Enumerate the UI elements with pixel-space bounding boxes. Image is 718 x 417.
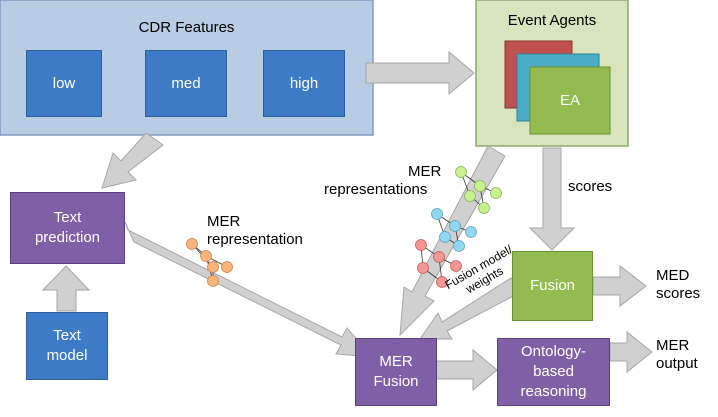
arrow-ontology-to-mer-output	[609, 330, 653, 374]
text-prediction-box: Text prediction	[10, 192, 125, 264]
mer-output-line1: MER	[656, 337, 690, 354]
text-prediction-line1: Text	[53, 209, 82, 226]
mer-output-label: MER output	[656, 337, 698, 373]
arrow-fusion-to-med	[592, 264, 647, 308]
cdr-features-title: CDR Features	[138, 19, 235, 36]
mer-representations-line2: representations	[324, 181, 428, 198]
text-model-line1: Text	[53, 327, 81, 344]
mer-fusion-line1: MER	[379, 353, 413, 370]
scores-label: scores	[568, 178, 613, 195]
mer-fusion-line2: Fusion	[373, 373, 419, 390]
arrow-text-model-to-prediction	[41, 265, 91, 312]
mer-representations-graph-cyan	[431, 208, 477, 252]
arrow-mer-fusion-to-ontology	[433, 348, 498, 392]
mer-fusion-box: MER Fusion	[355, 338, 437, 406]
med-scores-label: MED scores	[656, 267, 700, 303]
cdr-level-high: high	[263, 50, 345, 117]
ontology-line3: reasoning	[520, 383, 587, 400]
mer-representation-graph	[186, 238, 233, 287]
arrow-cdr-to-agents	[365, 50, 475, 96]
mer-representations-line1: MER	[408, 163, 442, 180]
mer-output-line2: output	[656, 355, 698, 372]
mer-representation-line2: representation	[207, 231, 303, 248]
arrow-agents-to-mer-fusion	[399, 145, 506, 337]
ontology-line2: based	[533, 363, 574, 380]
ontology-box: Ontology- based reasoning	[497, 338, 610, 406]
ea-card-green	[529, 66, 611, 135]
text-model-box: Text model	[26, 312, 108, 380]
text-model-line2: model	[46, 347, 88, 364]
ontology-line1: Ontology-	[520, 343, 587, 360]
mer-representation-line1: MER	[207, 213, 241, 230]
med-scores-line1: MED	[656, 267, 690, 284]
text-prediction-line2: prediction	[34, 229, 101, 246]
mer-representations-label: MER representations	[324, 163, 444, 199]
cdr-level-med: med	[145, 50, 227, 117]
fusion-box: Fusion	[512, 251, 593, 321]
med-scores-line2: scores	[656, 285, 701, 302]
mer-representation-label: MER representation	[207, 213, 303, 249]
event-agents-title: Event Agents	[507, 12, 597, 29]
ea-card-label: EA	[559, 91, 580, 109]
cdr-level-low: low	[26, 50, 102, 117]
mer-representations-graph-green	[455, 166, 502, 214]
mer-representations-graph-red	[415, 239, 462, 288]
arrow-agents-to-fusion	[528, 147, 576, 251]
arrow-cdr-to-text-prediction	[101, 132, 164, 189]
